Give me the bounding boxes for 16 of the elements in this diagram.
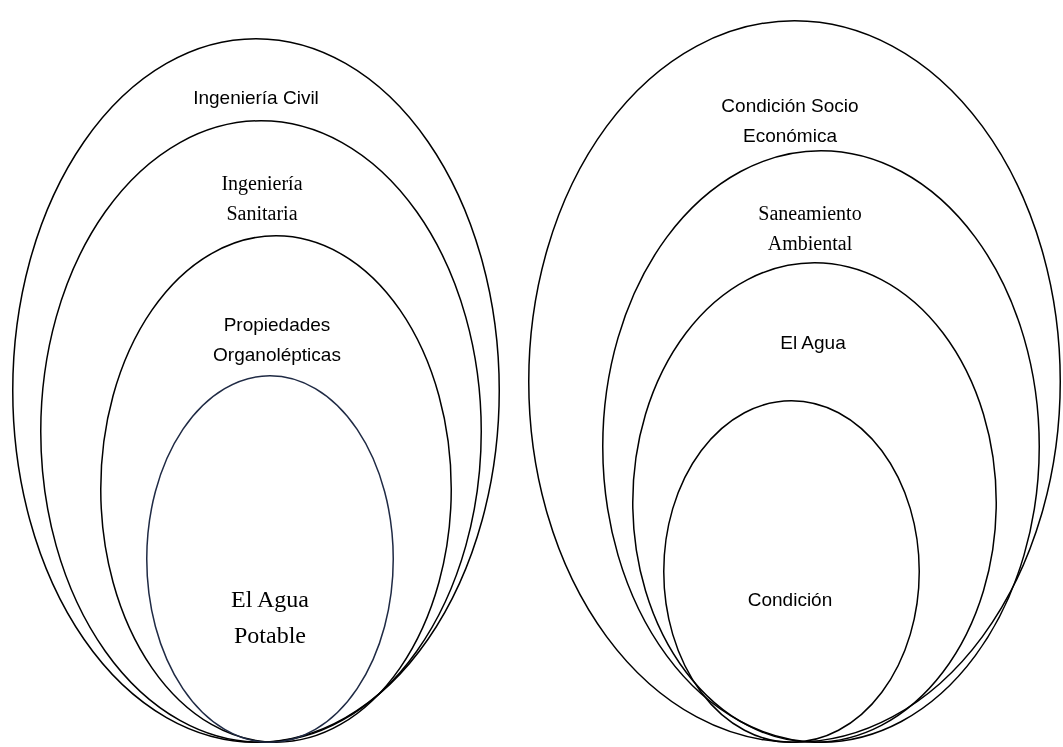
ellipse [602, 150, 1040, 743]
ellipse-label: Ingeniería Sanitaria [220, 171, 304, 226]
ellipse-label: Saneamiento Ambiental [757, 201, 863, 256]
ellipse [663, 400, 920, 743]
ellipse [632, 262, 997, 743]
ellipse-label: Ingeniería Civil [192, 86, 320, 110]
ellipse-label: Condición [746, 588, 834, 612]
ellipse-label: Condición Socio Económica [720, 93, 860, 148]
ellipse-label: Propiedades Organolépticas [212, 312, 342, 367]
ellipse [528, 20, 1061, 743]
ellipse-label: El Agua Potable [230, 585, 310, 650]
ellipse [40, 120, 482, 743]
ellipse [12, 38, 500, 743]
ellipse-label: El Agua [779, 331, 847, 355]
ellipse [146, 375, 394, 743]
ellipse [100, 235, 452, 743]
